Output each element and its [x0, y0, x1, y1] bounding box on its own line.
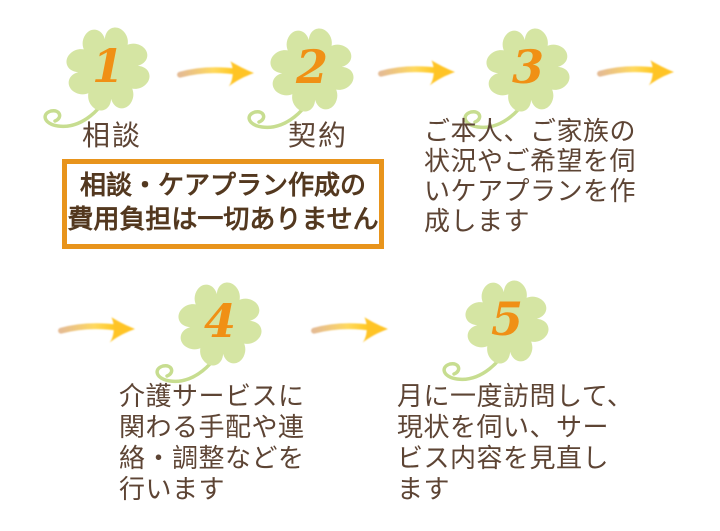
step-5-line-1: 月に一度訪問して、 [397, 382, 634, 412]
step-1-label: 相談 [82, 119, 143, 152]
step-1-marker: 1 [28, 17, 188, 147]
notice-line-1: 相談・ケアプラン作成の [79, 171, 366, 201]
step-4-line-3: 絡・調整などを [119, 444, 305, 474]
step-2-number: 2 [295, 40, 329, 95]
step-4-marker: 4 [140, 272, 300, 402]
step-5-marker: 5 [427, 270, 587, 400]
step-3-number: 3 [511, 40, 545, 95]
arrow-right-icon [56, 310, 140, 348]
step-2-marker: 2 [232, 18, 392, 148]
step-3-line-1: ご本人、ご家族の [424, 117, 637, 147]
step-4-line-2: 関わる手配や連 [119, 413, 305, 443]
notice-box: 相談・ケアプラン作成の 費用負担は一切ありません [62, 159, 384, 249]
step-5-line-4: ます [397, 475, 451, 505]
notice-line-2: 費用負担は一切ありません [67, 205, 379, 235]
step-4-description: 介護サービスに 関わる手配や連 絡・調整などを 行います [119, 382, 305, 506]
step-3-line-3: いケアプランを作 [424, 177, 637, 207]
step-4-line-1: 介護サービスに [119, 382, 305, 412]
step-5-line-3: ビス内容を見直し [397, 444, 610, 474]
step-3-line-2: 状況やご希望を伺 [424, 147, 637, 177]
step-5-line-2: 現状を伺い、サー [397, 413, 610, 443]
arrow-right-icon [309, 310, 393, 348]
step-3-line-4: 成します [424, 207, 531, 237]
step-1-number: 1 [91, 39, 125, 94]
step-3-description: ご本人、ご家族の 状況やご希望を伺 いケアプランを作 成します [424, 117, 636, 237]
step-4-line-4: 行います [119, 475, 226, 505]
step-2-label: 契約 [288, 119, 349, 152]
step-3-marker: 3 [448, 18, 608, 148]
step-4-number: 4 [203, 294, 237, 349]
step-5-description: 月に一度訪問して、 現状を伺い、サー ビス内容を見直し ます [397, 382, 633, 506]
arrow-right-icon [595, 53, 679, 91]
step-5-number: 5 [490, 292, 524, 347]
